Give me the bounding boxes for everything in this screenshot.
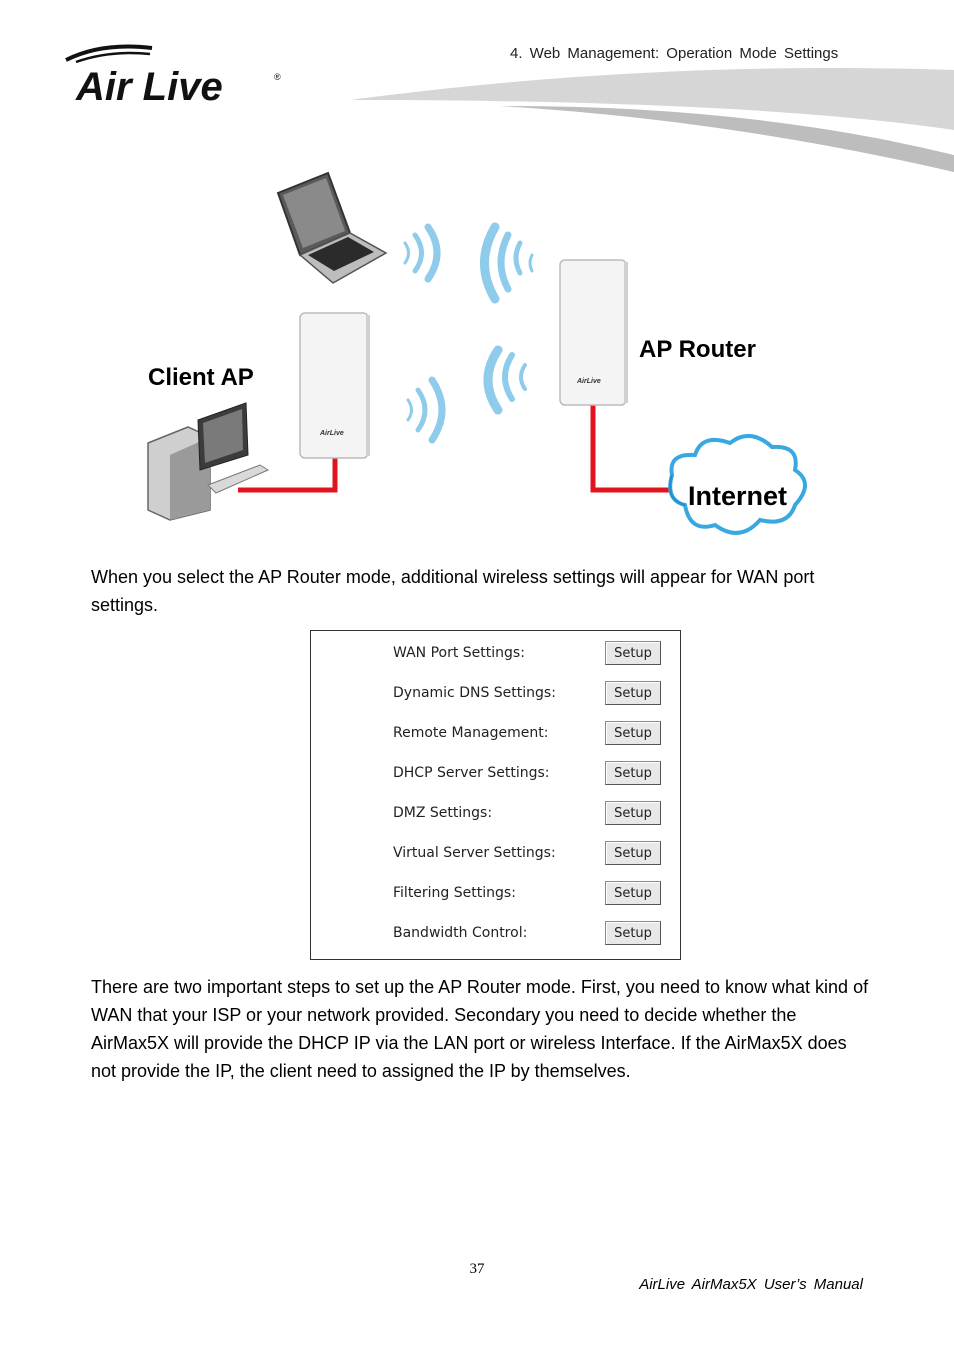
filtering-settings-label: Filtering Settings: <box>393 885 516 901</box>
internet-label: Internet <box>688 481 787 511</box>
internet-cloud-icon <box>668 434 807 535</box>
wireless-waves-upper <box>403 222 534 304</box>
virtual-server-settings-label: Virtual Server Settings: <box>393 845 556 861</box>
svg-text:AirLive: AirLive <box>576 378 601 385</box>
remote-management-label: Remote Management: <box>393 725 549 741</box>
dhcp-server-settings-label: DHCP Server Settings: <box>393 765 550 781</box>
dynamic-dns-setup-button[interactable]: Setup <box>605 681 661 705</box>
laptop-icon <box>276 171 388 284</box>
wan-port-settings-label: WAN Port Settings: <box>393 645 525 661</box>
virtual-server-setup-button[interactable]: Setup <box>605 841 661 865</box>
airlive-logo: Air Live ® <box>65 44 281 105</box>
dmz-settings-label: DMZ Settings: <box>393 805 493 821</box>
wan-port-setup-button[interactable]: Setup <box>605 641 661 665</box>
wireless-waves-lower <box>406 345 527 444</box>
remote-management-setup-button[interactable]: Setup <box>605 721 661 745</box>
client-ap-label: Client AP <box>148 364 254 391</box>
section-title: 4. Web Management: Operation Mode Settin… <box>510 45 839 62</box>
svg-text:®: ® <box>274 72 281 82</box>
settings-row-virtual-server: Virtual Server Settings: Setup <box>311 841 680 867</box>
intro-paragraph: When you select the AP Router mode, addi… <box>91 567 815 615</box>
settings-row-dmz: DMZ Settings: Setup <box>311 801 680 827</box>
body-paragraph: There are two important steps to set up … <box>91 977 869 1081</box>
filtering-setup-button[interactable]: Setup <box>605 881 661 905</box>
settings-row-filtering: Filtering Settings: Setup <box>311 881 680 907</box>
bandwidth-control-setup-button[interactable]: Setup <box>605 921 661 945</box>
router-link-line <box>590 405 685 493</box>
settings-row-dynamic-dns: Dynamic DNS Settings: Setup <box>311 681 680 707</box>
manual-title: AirLive AirMax5X User’s Manual <box>639 1276 863 1293</box>
bandwidth-control-label: Bandwidth Control: <box>393 925 528 941</box>
dmz-setup-button[interactable]: Setup <box>605 801 661 825</box>
svg-text:AirLive: AirLive <box>319 430 344 437</box>
settings-panel: WAN Port Settings: Setup Dynamic DNS Set… <box>310 630 681 960</box>
settings-row-wan-port: WAN Port Settings: Setup <box>311 641 680 667</box>
desktop-computer-icon <box>147 402 270 521</box>
logo-text: Air Live <box>75 65 223 105</box>
settings-row-dhcp-server: DHCP Server Settings: Setup <box>311 761 680 787</box>
ap-router-label: AP Router <box>639 336 756 363</box>
client-link-line <box>238 455 338 493</box>
header-swoosh <box>350 68 954 172</box>
client-ap-device: AirLive <box>299 312 370 459</box>
dhcp-server-setup-button[interactable]: Setup <box>605 761 661 785</box>
ap-router-device: AirLive <box>559 259 628 406</box>
settings-row-remote-management: Remote Management: Setup <box>311 721 680 747</box>
dynamic-dns-settings-label: Dynamic DNS Settings: <box>393 685 556 701</box>
network-diagram: AirLive AirLive Client AP AP Router Inte… <box>147 171 807 535</box>
settings-row-bandwidth-control: Bandwidth Control: Setup <box>311 921 680 947</box>
page-number: 37 <box>469 1261 485 1277</box>
